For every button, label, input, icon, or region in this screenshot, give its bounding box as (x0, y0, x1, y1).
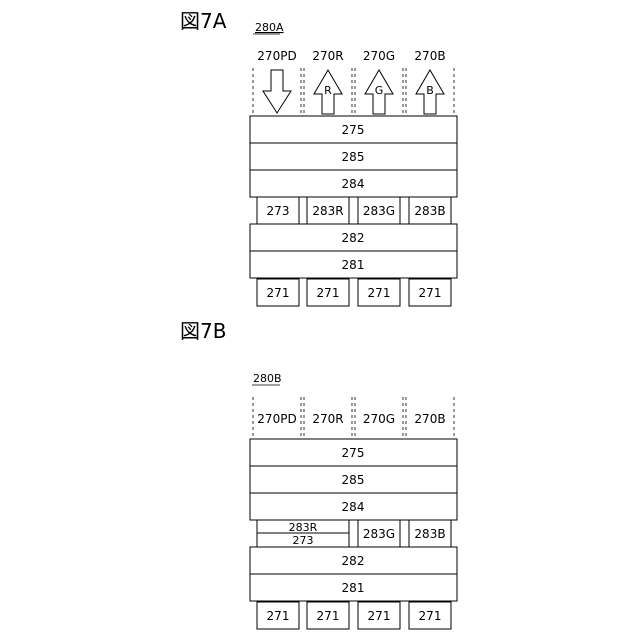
element-271-label: 271 (267, 609, 290, 623)
filter-283r-label: 283R (312, 204, 343, 218)
arrow-letter-b: B (426, 84, 434, 97)
pixel-label-b: 270B (414, 412, 445, 426)
figure-7a: 図7A 280A 270PD 270R 270G 270B R G B 275 (180, 9, 457, 306)
layer-284-label: 284 (342, 500, 365, 514)
pixel-label-r: 270R (312, 49, 343, 63)
layer-282-label: 282 (342, 554, 365, 568)
layer-284-label: 284 (342, 177, 365, 191)
filter-273-label: 273 (267, 204, 290, 218)
arrow-letter-r: R (324, 84, 332, 97)
arrow-letter-g: G (375, 84, 384, 97)
layer-285-label: 285 (342, 473, 365, 487)
figure-7b-reference: 280B (253, 372, 282, 385)
figure-7b: 図7B 280B 270PD 270R 270G 270B 275 285 28… (180, 319, 457, 629)
filter-283r-label: 283R (289, 521, 318, 534)
element-271-label: 271 (368, 609, 391, 623)
down-arrow-icon (263, 70, 291, 113)
layer-285-label: 285 (342, 150, 365, 164)
layer-281-label: 281 (342, 258, 365, 272)
element-271-label: 271 (419, 286, 442, 300)
element-271-label: 271 (317, 286, 340, 300)
layer-282-label: 282 (342, 231, 365, 245)
filter-283b-label: 283B (414, 527, 445, 541)
filter-283g-label: 283G (363, 527, 395, 541)
pixel-label-pd: 270PD (257, 412, 296, 426)
figure-7a-title: 図7A (180, 9, 227, 33)
pixel-label-b: 270B (414, 49, 445, 63)
pixel-label-r: 270R (312, 412, 343, 426)
element-271-label: 271 (419, 609, 442, 623)
element-271-label: 271 (368, 286, 391, 300)
layer-275-label: 275 (342, 446, 365, 460)
filter-283g-label: 283G (363, 204, 395, 218)
layer-281-label: 281 (342, 581, 365, 595)
figure-7a-reference: 280A (255, 21, 284, 34)
pixel-label-g: 270G (363, 49, 395, 63)
pixel-label-pd: 270PD (257, 49, 296, 63)
filter-273-label: 273 (293, 534, 314, 547)
filter-283b-label: 283B (414, 204, 445, 218)
element-271-label: 271 (267, 286, 290, 300)
pixel-label-g: 270G (363, 412, 395, 426)
element-271-label: 271 (317, 609, 340, 623)
layer-275-label: 275 (342, 123, 365, 137)
figure-7b-title: 図7B (180, 319, 226, 343)
